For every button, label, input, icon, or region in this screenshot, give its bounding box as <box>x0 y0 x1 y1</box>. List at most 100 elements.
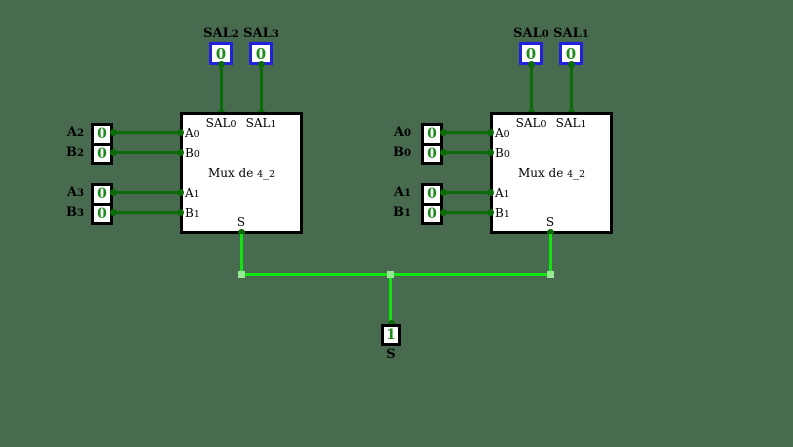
input-pin-a3[interactable]: 0 <box>94 186 110 203</box>
mux-right-title: Mux de 4_2 <box>517 166 586 181</box>
wire-node-dot <box>177 129 184 136</box>
input-pin-a3-value: 0 <box>97 186 107 203</box>
input-pin-a0[interactable]: 0 <box>424 126 440 143</box>
input-pin-b3[interactable]: 0 <box>94 205 110 222</box>
input-pin-a2[interactable]: 0 <box>94 126 110 143</box>
wire-b2 <box>112 151 180 154</box>
output-pin-sal0-label: SAL0 <box>513 26 549 41</box>
input-pin-b1-value: 0 <box>427 205 437 222</box>
output-pin-sal1-value: 0 <box>565 44 577 63</box>
wire-s-left-stub <box>240 234 243 275</box>
wire-sal0 <box>530 63 533 112</box>
input-pin-cluster-a1-b1: 0 0 <box>421 183 443 225</box>
mux-left-port-label-a0: A0 <box>185 126 200 140</box>
input-pin-b1[interactable]: 0 <box>424 205 440 222</box>
mux-left-port-label-sal0: SAL0 <box>205 116 237 130</box>
input-pin-b1-label: B1 <box>392 205 411 220</box>
wire-corner-marker-right <box>547 271 554 278</box>
input-pin-b0-label: B0 <box>392 145 411 160</box>
mux-left-port-label-b0: B0 <box>185 146 200 160</box>
wire-node-dot <box>388 320 395 327</box>
input-pin-b2-label: B2 <box>65 145 84 160</box>
input-pin-cluster-a0-b0: 0 0 <box>421 123 443 165</box>
wire-corner-marker-left <box>238 271 245 278</box>
wire-node-dot <box>568 61 575 68</box>
wire-sal2 <box>220 63 223 112</box>
input-pin-a2-label: A2 <box>66 125 84 140</box>
input-pin-b3-label: B3 <box>65 205 84 220</box>
input-pin-a1-value: 0 <box>427 186 437 203</box>
output-pin-sal0-value: 0 <box>525 44 537 63</box>
input-pin-a1-label: A1 <box>393 185 411 200</box>
wire-a2 <box>112 131 180 134</box>
wire-node-dot <box>177 189 184 196</box>
input-pin-cluster-a3-b3: 0 0 <box>91 183 113 225</box>
input-pin-b3-value: 0 <box>97 205 107 222</box>
select-pin-box[interactable]: 1 <box>381 324 401 346</box>
select-pin-label: S <box>386 347 396 362</box>
mux-right-box: SAL0 SAL1 A0 B0 A1 B1 Mux de 4_2 S <box>490 112 613 234</box>
mux-left-port-label-b1: B1 <box>185 206 200 220</box>
wire-a0 <box>442 131 490 134</box>
wire-b0 <box>442 151 490 154</box>
wire-node-dot <box>110 189 117 196</box>
mux-right-port-label-b1: B1 <box>495 206 510 220</box>
wire-node-dot <box>487 209 494 216</box>
input-pin-b0[interactable]: 0 <box>424 145 440 162</box>
input-pin-b0-value: 0 <box>427 145 437 162</box>
wire-node-dot <box>547 229 554 236</box>
output-pin-sal1-label: SAL1 <box>553 26 589 41</box>
wire-node-dot <box>440 189 447 196</box>
wire-node-dot <box>487 149 494 156</box>
input-pin-b2-value: 0 <box>97 145 107 162</box>
input-pin-b2[interactable]: 0 <box>94 145 110 162</box>
wire-node-dot <box>258 61 265 68</box>
select-pin-value: 1 <box>386 327 396 343</box>
output-pin-sal3-value: 0 <box>255 44 267 63</box>
wire-node-dot <box>110 149 117 156</box>
output-pin-sal2-value: 0 <box>215 44 227 63</box>
wire-node-dot <box>110 129 117 136</box>
mux-left-port-label-sal1: SAL1 <box>245 116 277 130</box>
wire-a1 <box>442 191 490 194</box>
wire-b1 <box>442 211 490 214</box>
wire-node-dot <box>487 129 494 136</box>
wire-a3 <box>112 191 180 194</box>
mux-right-port-label-b0: B0 <box>495 146 510 160</box>
wire-node-dot <box>218 61 225 68</box>
wire-node-dot <box>177 209 184 216</box>
mux-right-port-label-sal0: SAL0 <box>515 116 547 130</box>
wire-node-dot <box>110 209 117 216</box>
wire-sal3 <box>260 63 263 112</box>
input-pin-a1[interactable]: 0 <box>424 186 440 203</box>
mux-left-port-label-a1: A1 <box>185 186 200 200</box>
input-pin-a0-label: A0 <box>393 125 411 140</box>
mux-right-port-label-s: S <box>545 215 555 229</box>
wire-junction-marker <box>387 271 394 278</box>
mux-left-box: SAL0 SAL1 A0 B0 A1 B1 Mux de 4_2 S <box>180 112 303 234</box>
wire-node-dot <box>440 209 447 216</box>
input-pin-a0-value: 0 <box>427 126 437 143</box>
input-pin-a2-value: 0 <box>97 126 107 143</box>
wire-node-dot <box>238 229 245 236</box>
input-pin-a3-label: A3 <box>66 185 84 200</box>
wire-s-drop <box>389 273 392 324</box>
wire-node-dot <box>440 129 447 136</box>
wire-b3 <box>112 211 180 214</box>
mux-left-title: Mux de 4_2 <box>207 166 276 181</box>
output-pin-sal2-label: SAL2 <box>203 26 239 41</box>
wire-node-dot <box>487 189 494 196</box>
output-pin-sal3: 0 <box>249 42 273 65</box>
input-pin-cluster-a2-b2: 0 0 <box>91 123 113 165</box>
wire-node-dot <box>528 61 535 68</box>
mux-right-port-label-a0: A0 <box>495 126 510 140</box>
wire-sal1 <box>570 63 573 112</box>
wire-node-dot <box>440 149 447 156</box>
wire-node-dot <box>177 149 184 156</box>
wire-s-bus <box>240 273 551 276</box>
wire-s-right-stub <box>549 234 552 275</box>
mux-right-port-label-a1: A1 <box>495 186 510 200</box>
mux-left-port-label-s: S <box>236 215 246 229</box>
mux-right-port-label-sal1: SAL1 <box>555 116 587 130</box>
